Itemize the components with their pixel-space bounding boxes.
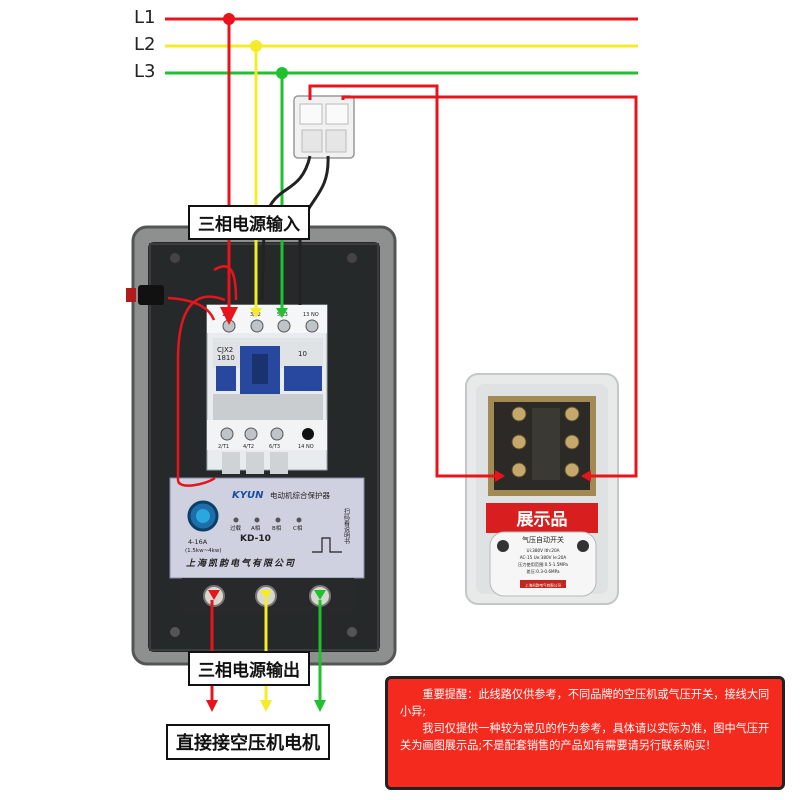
notice-line-2: 我司仅提供一种较为常见的作为参考，具体请以实际为准，图中气压开关为画图展示品;不… — [400, 722, 770, 752]
display-sample-text: 展示品 — [517, 510, 568, 530]
terminal-screw-l1-top — [222, 319, 236, 333]
pressure-switch-spec: AC-15 Ue:380V Ie:20A — [520, 555, 567, 560]
phase-label-l3: L3 — [134, 61, 156, 82]
pressure-switch: 展示品 气压自动开关 Ui:380V Ith:20A AC-15 Ue:380V … — [465, 373, 619, 605]
terminal-screw-t3 — [270, 427, 284, 441]
protector-scan-text: 扫码看说明书 — [343, 507, 350, 545]
switch-screw-2 — [564, 406, 580, 422]
protector-brand: KYUN — [232, 490, 264, 501]
contactor-bottom-terminal-label: 6/T3 — [269, 444, 280, 450]
contactor-top-terminal-label: 1/L1 — [222, 312, 233, 318]
terminal-screw-l3-top — [277, 319, 291, 333]
indicator-label: 过载 — [230, 524, 242, 532]
internal-red-wire — [176, 295, 226, 487]
enclosure-switch — [138, 285, 164, 305]
protector-model: KD-10 — [240, 534, 271, 544]
pressure-switch-spec: 压力使用范围:0.5-1.5MPa — [518, 561, 568, 568]
protector-power: (1.5kw~4kw) — [185, 548, 222, 554]
svg-text:1810: 1810 — [217, 354, 235, 362]
important-notice: 重要提醒：此线路仅供参考，不同品牌的空压机或气压开关，接线大同小异; 我司仅提供… — [385, 676, 785, 790]
notice-line-1: 重要提醒：此线路仅供参考，不同品牌的空压机或气压开关，接线大同小异; — [400, 688, 770, 718]
contactor-bottom-terminal-label: 4/T2 — [243, 444, 254, 450]
terminal-screw-l2-top — [250, 319, 264, 333]
switch-screw-6 — [564, 462, 580, 478]
wire-control-to-switch-left — [308, 84, 503, 478]
phase-label-l2: L2 — [134, 34, 156, 55]
contactor-bottom-terminal-label: 2/T1 — [218, 444, 229, 450]
contactor-blue-1 — [216, 366, 236, 391]
protector-name: 电动机综合保护器 — [270, 490, 330, 500]
indicator-label: A相 — [251, 524, 261, 532]
input-label: 三相电源输入 — [188, 205, 310, 240]
terminal-screw-no-top — [305, 319, 319, 333]
contactor-model: CJX2 — [217, 346, 233, 354]
display-sample-badge — [486, 503, 598, 533]
contactor-aux: 10 — [298, 350, 307, 358]
terminal-screw-t2 — [244, 427, 258, 441]
output-label: 三相电源输出 — [188, 651, 310, 686]
waveform-icon — [312, 537, 342, 553]
terminal-screw-t1 — [220, 427, 234, 441]
pressure-switch-spec: Ui:380V Ith:20A — [527, 548, 560, 553]
protector-range: 4-16A — [188, 538, 208, 546]
contactor-blue-3 — [284, 366, 304, 391]
pressure-switch-maker: 上海凯韵电气有限公司 — [525, 583, 561, 588]
indicator-led — [254, 517, 260, 523]
phase-label-l1: L1 — [134, 7, 156, 28]
pressure-switch-spec: 差压:0.3-0.6MPa — [526, 568, 560, 575]
switch-screw-5 — [511, 462, 527, 478]
indicator-label: C相 — [293, 524, 303, 532]
wire-control-to-switch-right — [341, 95, 638, 478]
contactor: CJX2 1810 10 1/L13/L25/L313 NO 2/T14/T26… — [206, 304, 328, 474]
indicator-led — [296, 517, 302, 523]
protector-manufacturer: 上海凯韵电气有限公司 — [186, 558, 296, 569]
motor-label: 直接接空压机电机 — [166, 724, 330, 760]
pressure-switch-title: 气压自动开关 — [522, 535, 564, 544]
wire-connector-block — [293, 95, 355, 159]
switch-screw-4 — [564, 434, 580, 450]
indicator-led — [275, 517, 281, 523]
motor-protector: KYUN 电动机综合保护器 KD-10 4-16A (1.5kw~4kw) 上海… — [169, 477, 365, 614]
contactor-top-terminal-label: 13 NO — [303, 312, 319, 318]
switch-screw-3 — [511, 434, 527, 450]
indicator-led — [233, 517, 239, 523]
terminal-screw-no-bottom — [302, 428, 314, 440]
switch-screw-1 — [511, 406, 527, 422]
contactor-bottom-terminal-label: 14 NO — [298, 444, 314, 450]
indicator-label: B相 — [272, 524, 282, 532]
